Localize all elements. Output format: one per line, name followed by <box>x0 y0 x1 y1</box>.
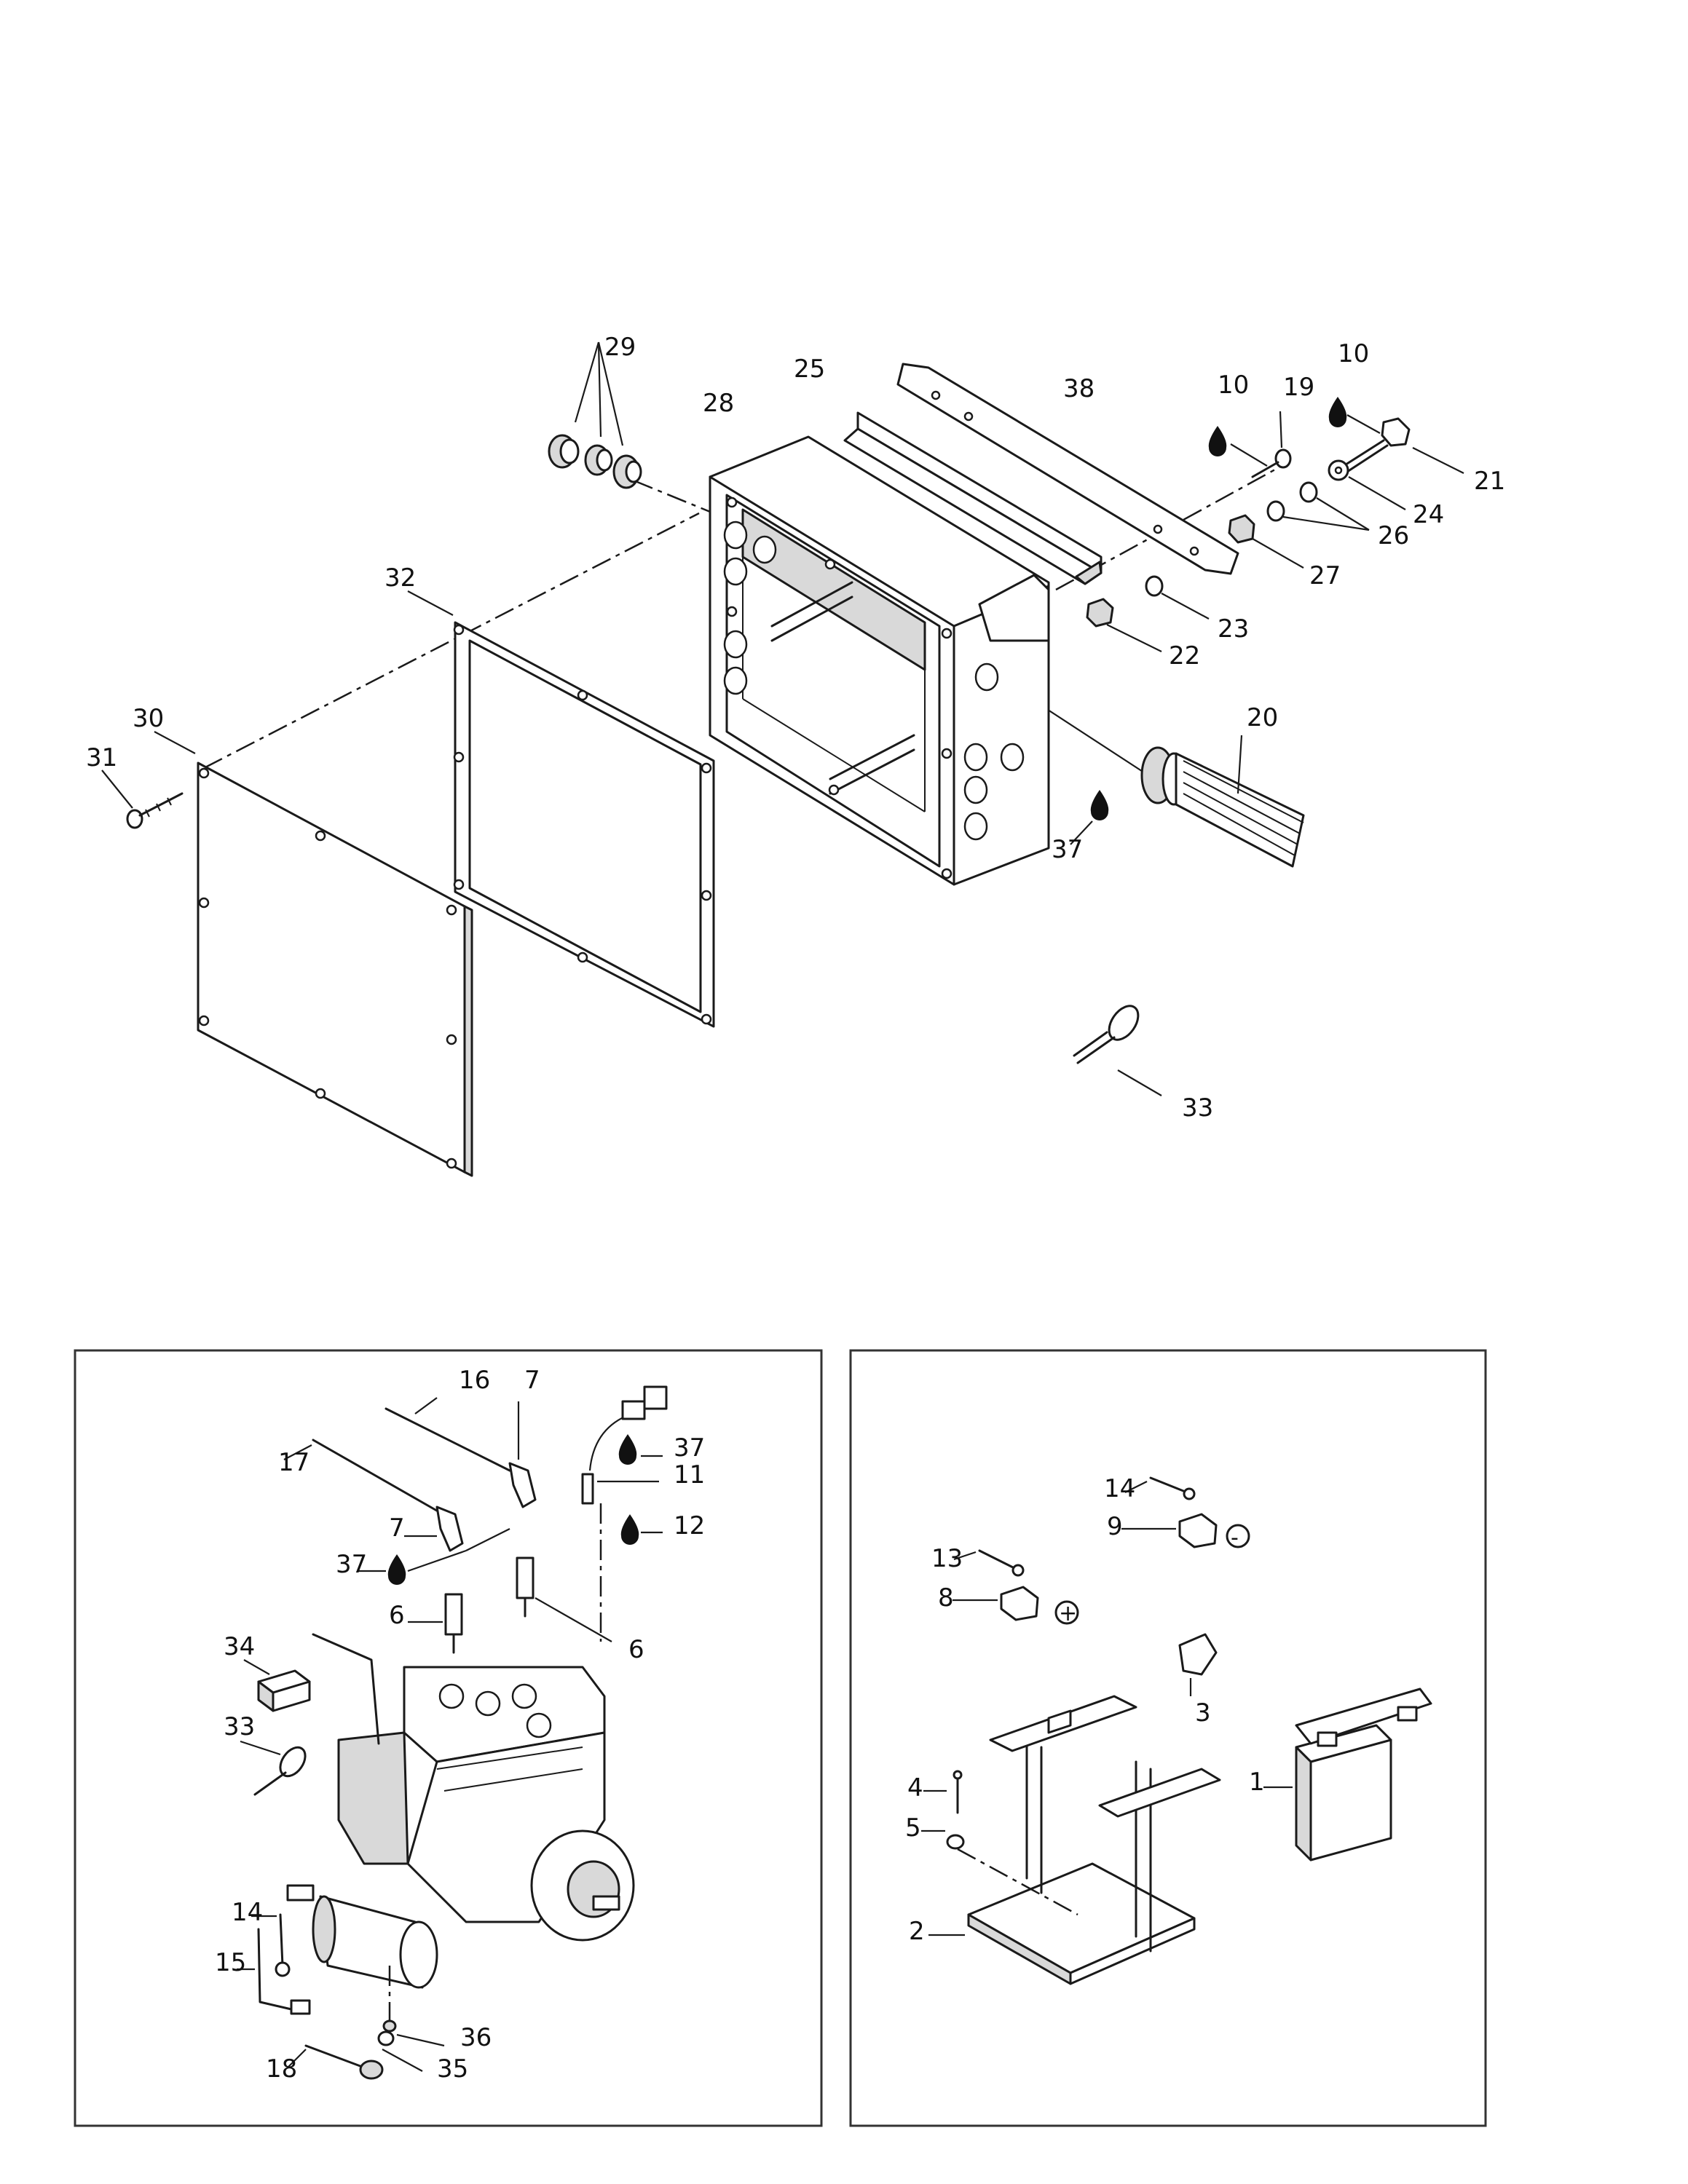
callout-c32: 32 <box>384 563 416 593</box>
callout-c11: 11 <box>674 1460 705 1489</box>
battery-tray-2 <box>928 1695 1221 1985</box>
callout-c20: 20 <box>1247 703 1278 732</box>
callout-c1: 1 <box>1249 1768 1265 1797</box>
callout-c27: 27 <box>1309 561 1341 590</box>
callout-c14a: 14 <box>232 1898 263 1927</box>
callout-c15: 15 <box>215 1948 246 1977</box>
callout-c16: 16 <box>459 1366 490 1395</box>
callout-c9: 9 <box>1107 1512 1123 1541</box>
callout-c6a: 6 <box>389 1601 405 1630</box>
callout-c14b: 14 <box>1104 1474 1135 1503</box>
callout-c21: 21 <box>1474 467 1505 496</box>
callout-c38: 38 <box>1063 374 1095 403</box>
callout-c19: 19 <box>1283 373 1314 402</box>
callout-c34: 34 <box>224 1632 255 1661</box>
screw-31 <box>101 769 184 829</box>
callout-c6b: 6 <box>628 1635 644 1664</box>
callout-c29: 29 <box>604 333 636 362</box>
callout-c13: 13 <box>931 1544 963 1573</box>
callout-c7a: 7 <box>524 1366 540 1395</box>
callout-c7b: 7 <box>389 1514 405 1543</box>
engine-block <box>312 1633 635 1942</box>
callout-c10a: 10 <box>1218 371 1249 400</box>
callout-c37c: 37 <box>336 1550 367 1579</box>
negative-terminal-icon <box>1226 1524 1250 1548</box>
cable-tie-33-top <box>1073 1005 1162 1096</box>
engine-ignition-panel <box>74 1349 823 2127</box>
cover-30 <box>154 731 473 1177</box>
cable-tie-33-bottom <box>240 1740 307 1796</box>
callout-c8: 8 <box>938 1583 954 1613</box>
harness-20 <box>1140 735 1305 868</box>
strip-25 <box>843 411 1103 585</box>
callout-c25: 25 <box>794 355 825 384</box>
callout-c10b: 10 <box>1338 339 1369 368</box>
electrical-box-assembly <box>101 341 1464 1177</box>
plus-symbol: + <box>1059 1601 1077 1626</box>
callout-c18: 18 <box>266 2054 297 2084</box>
bar-38 <box>896 363 1239 575</box>
callout-c5: 5 <box>905 1813 921 1843</box>
box-28 <box>709 435 1050 886</box>
callout-c12: 12 <box>674 1511 705 1540</box>
callout-c37a: 37 <box>1052 835 1083 864</box>
callout-c2: 2 <box>909 1917 925 1946</box>
callout-c23: 23 <box>1218 614 1249 644</box>
battery-1 <box>1263 1688 1432 1861</box>
callout-c24: 24 <box>1413 500 1444 529</box>
callout-c4: 4 <box>907 1773 923 1803</box>
callout-c30: 30 <box>133 704 164 733</box>
callout-c37b: 37 <box>674 1433 705 1463</box>
positive-terminal-icon <box>1054 1600 1079 1625</box>
starter-motor <box>286 1884 438 1989</box>
fasteners-right <box>1086 397 1464 652</box>
callout-c31: 31 <box>86 743 117 772</box>
callout-c33a: 33 <box>1182 1093 1213 1123</box>
callout-c35: 35 <box>437 2054 468 2084</box>
callout-c28: 28 <box>703 389 734 418</box>
callout-c3: 3 <box>1195 1698 1211 1728</box>
callout-c17: 17 <box>278 1448 309 1477</box>
gasket-32 <box>407 590 715 1028</box>
callout-c22: 22 <box>1169 641 1200 670</box>
minus-symbol: - <box>1231 1525 1239 1551</box>
block-34 <box>243 1659 311 1712</box>
callout-c36: 36 <box>460 2023 492 2052</box>
callout-c33b: 33 <box>224 1712 255 1741</box>
battery-panel: - + <box>849 1349 1487 2127</box>
callout-c26: 26 <box>1378 521 1409 550</box>
grommets-29 <box>548 341 642 489</box>
